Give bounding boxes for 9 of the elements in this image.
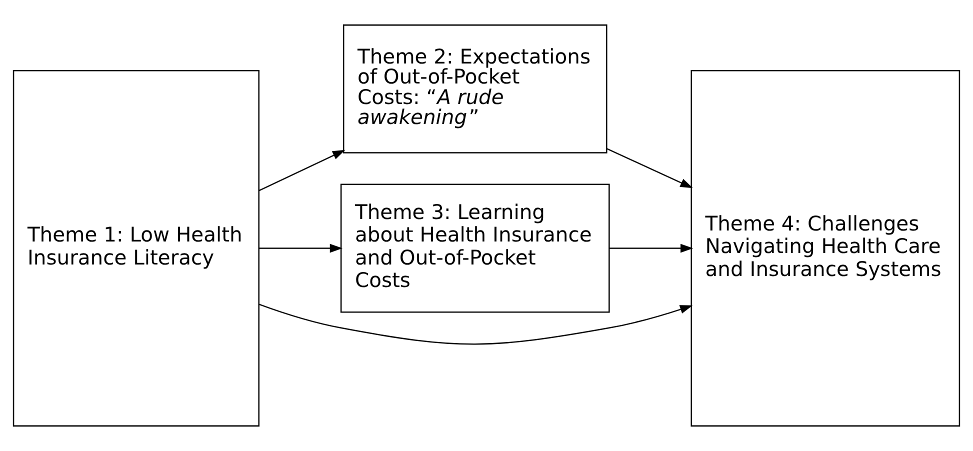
node-box: Theme 4: Challenges Navigating Health Care and Insurance Systems <box>690 70 960 427</box>
arrow <box>606 148 693 188</box>
arrow <box>609 244 694 253</box>
node-box: Theme 2: Expectations of Out-of-Pocket Costs: “A rude awakening” <box>342 24 608 154</box>
arrow <box>258 244 343 253</box>
arrow <box>258 304 693 345</box>
node-box: Theme 3: Learning about Health Insurance and Out-of-Pocket Costs <box>340 184 610 313</box>
node-box: Theme 1: Low Health Insurance Literacy <box>12 70 260 427</box>
arrow <box>258 150 346 192</box>
